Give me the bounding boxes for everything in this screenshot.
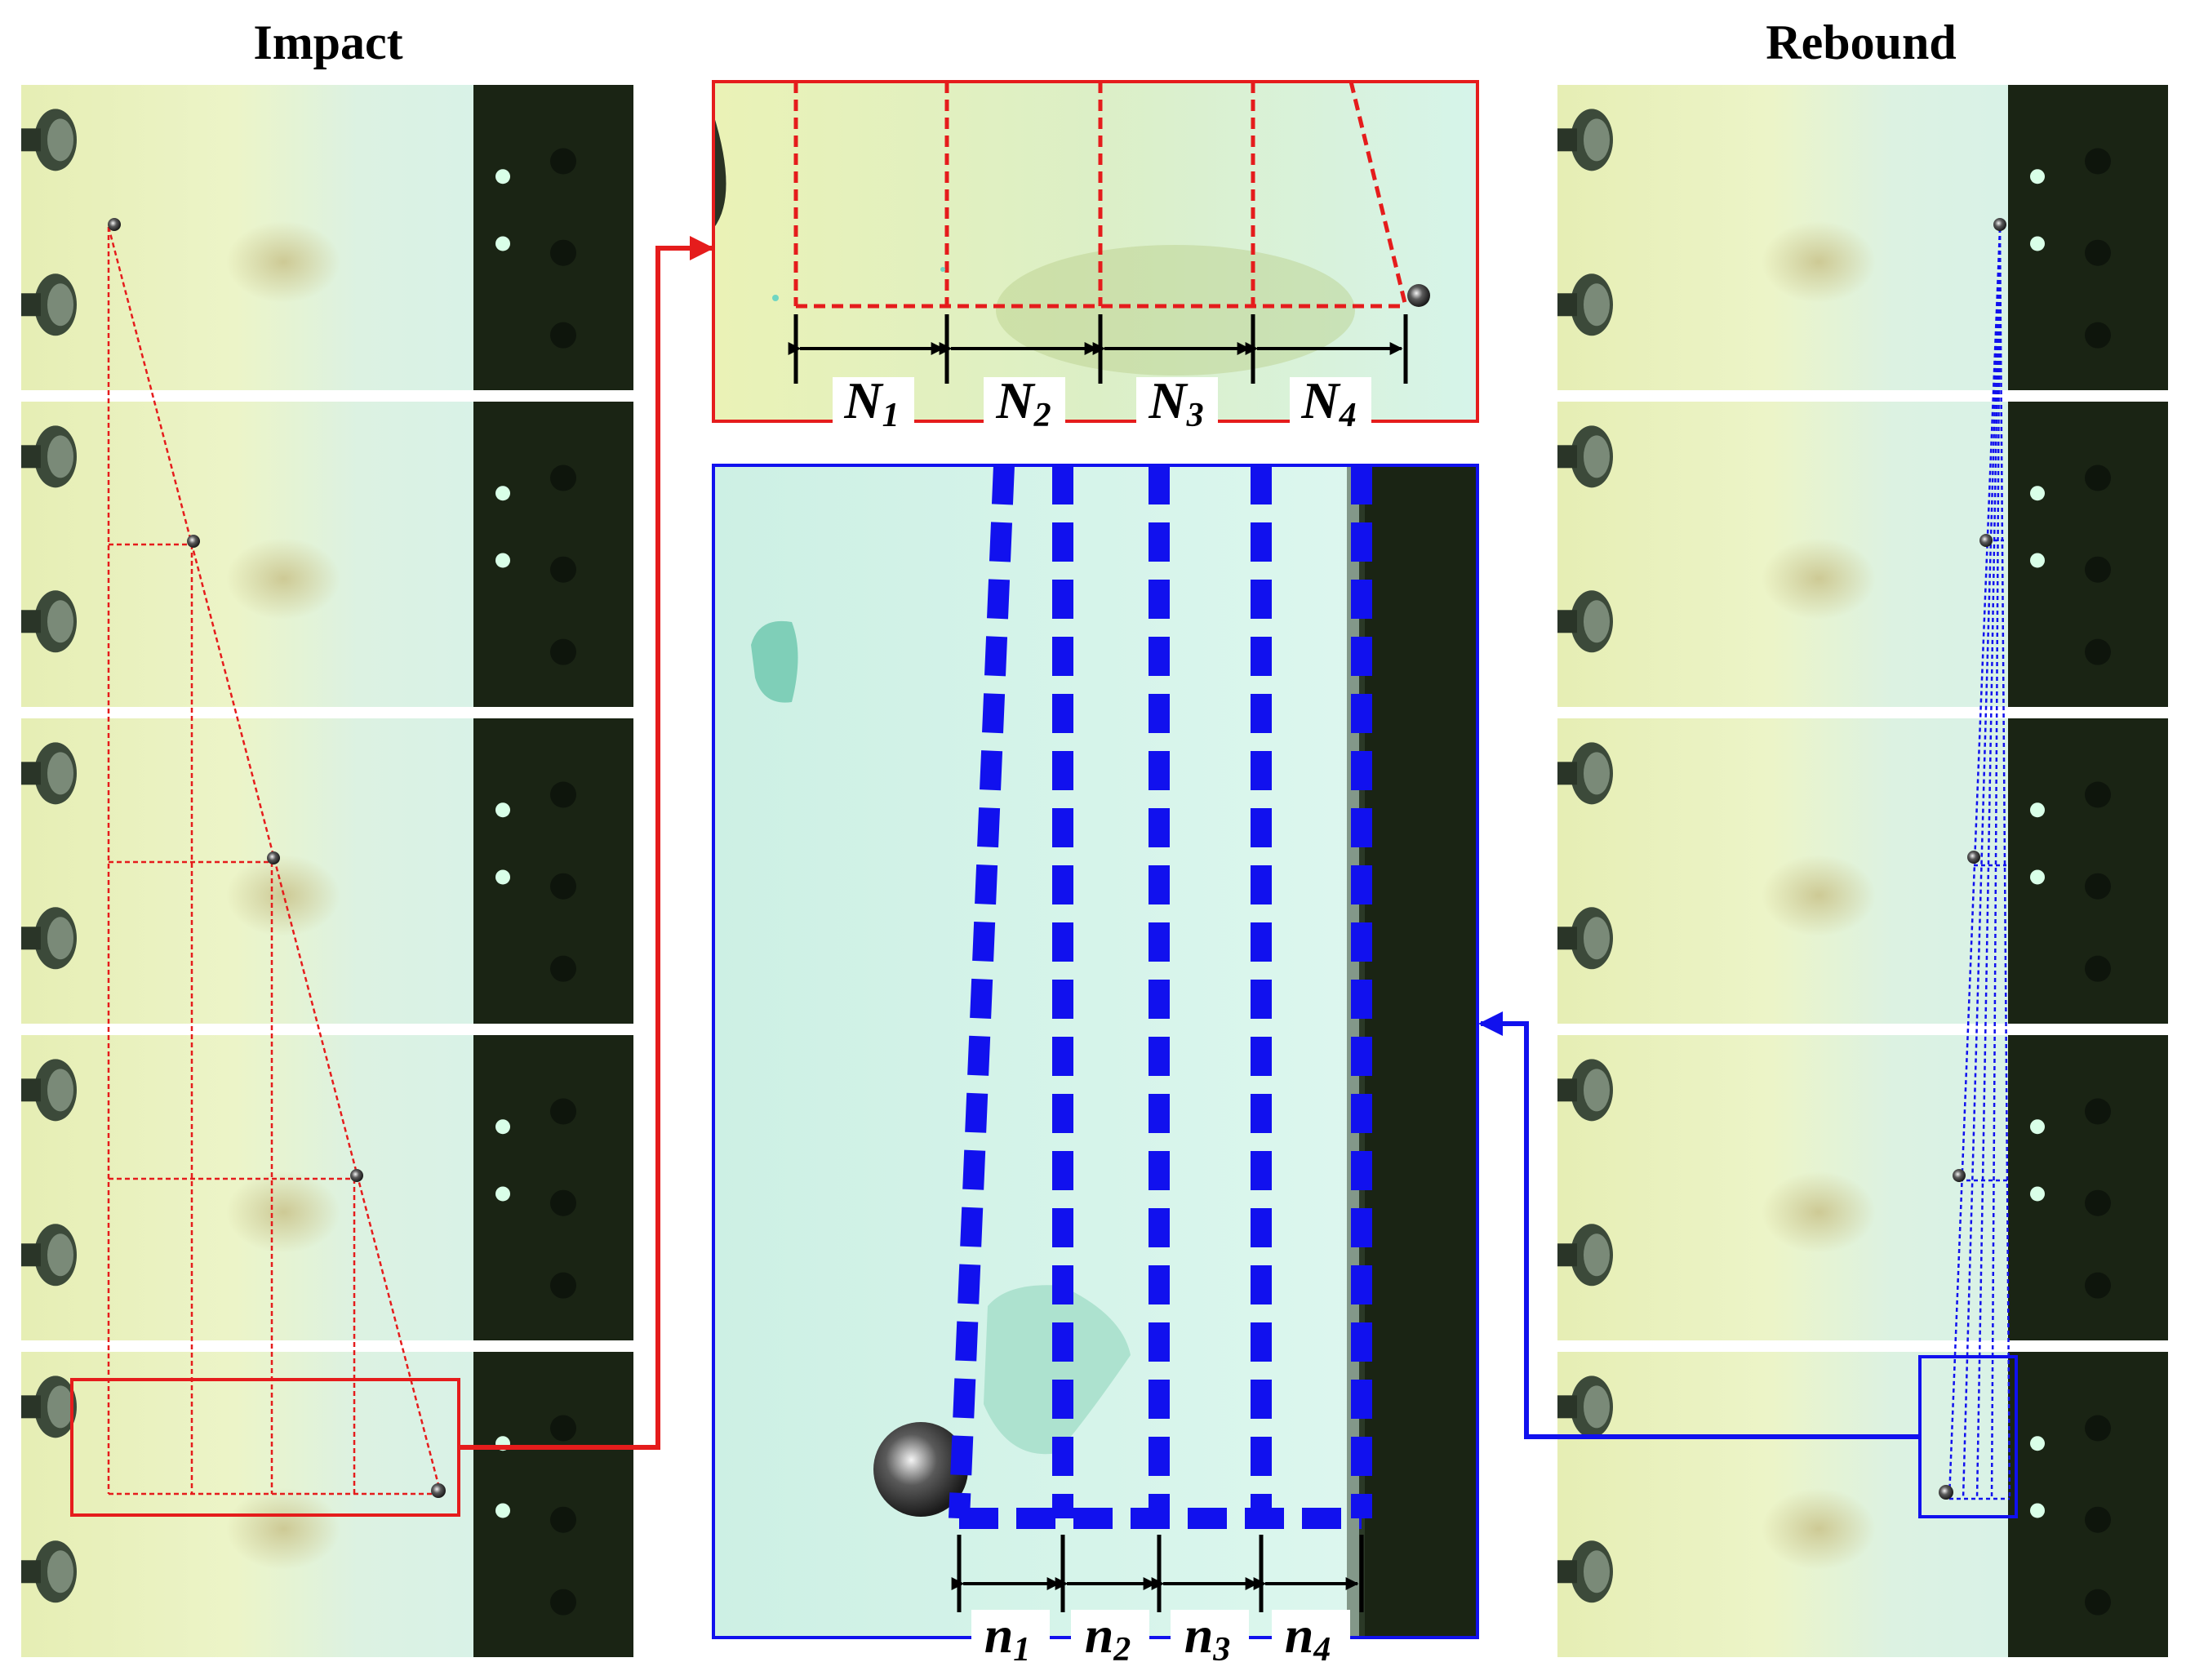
impact-zoom-panel: N1 N2 N3 N4 [712, 80, 1479, 434]
label-n4: n4 [1285, 1606, 1331, 1669]
impact-connector-arrow [459, 236, 714, 1450]
ball [873, 1422, 968, 1517]
rebound-frame-5 [1557, 1352, 2168, 1657]
rebound-frame-stack [1557, 85, 2168, 1657]
rebound-connector-arrow [1478, 1011, 1920, 1439]
impact-frame-3 [21, 718, 633, 1024]
rebound-frame-2 [1557, 402, 2168, 707]
impact-title: Impact [253, 16, 402, 69]
wall [1359, 465, 1477, 1638]
rebound-frame-4 [1557, 1035, 2168, 1340]
impact-balls [108, 218, 446, 1498]
impact-frame-2 [21, 402, 633, 707]
label-n2: n2 [1085, 1606, 1131, 1669]
label-N3: N3 [1148, 371, 1203, 434]
label-N4: N4 [1300, 371, 1356, 434]
rebound-balls [1939, 218, 2006, 1500]
impact-frame-stack [21, 85, 633, 1657]
cavity-bubble [984, 1285, 1131, 1455]
label-N2: N2 [995, 371, 1051, 434]
impact-frame-5 [21, 1352, 633, 1657]
rebound-trajectory-overlay [1948, 228, 2011, 1500]
rebound-frame-3 [1557, 718, 2168, 1024]
impact-frame-1 [21, 85, 633, 390]
label-n3: n3 [1184, 1606, 1231, 1669]
rebound-zoom-panel: n1 n2 n3 n4 [712, 464, 1479, 1669]
impact-frame-4 [21, 1035, 633, 1340]
label-n1: n1 [984, 1606, 1031, 1669]
label-N1: N1 [843, 371, 899, 434]
droplet [751, 620, 798, 703]
rebound-title: Rebound [1766, 16, 1956, 69]
rebound-frame-1 [1557, 85, 2168, 390]
